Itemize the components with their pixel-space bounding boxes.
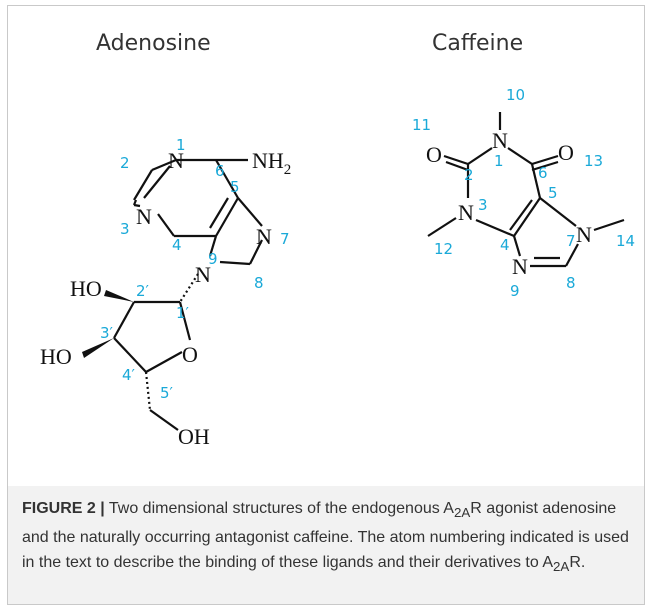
caffeine-num-10: 10 [506, 86, 525, 104]
adenosine-num-8: 8 [254, 274, 264, 292]
caffeine-num-13: 13 [584, 152, 603, 170]
adenosine-num-5p: 5′ [160, 384, 174, 402]
caffeine-num-3: 3 [478, 196, 488, 214]
adenosine-num-3: 3 [120, 220, 130, 238]
caffeine-num-1: 1 [494, 152, 504, 170]
caffeine-num-14: 14 [616, 232, 635, 250]
atom-nh2: NH2 [252, 148, 291, 178]
caption-text-3: R. [569, 554, 586, 572]
caffeine-structure: Caffeine N N N N O O 1 2 3 4 5 6 7 [412, 31, 635, 300]
caffeine-num-2: 2 [464, 166, 474, 184]
adenosine-num-7: 7 [280, 230, 290, 248]
adenosine-num-2: 2 [120, 154, 130, 172]
caffeine-num-8: 8 [566, 274, 576, 292]
caffeine-atom-n7: N [576, 222, 592, 247]
adenosine-num-4p: 4′ [122, 366, 136, 384]
figure-panel: Adenosine N NH2 N N [40, 31, 635, 449]
caffeine-title: Caffeine [432, 31, 523, 56]
atom-n9: N [195, 262, 211, 287]
atom-ho3: HO [40, 344, 72, 369]
atom-oh5: OH [178, 424, 210, 449]
adenosine-title: Adenosine [96, 31, 211, 56]
adenosine-num-4: 4 [172, 236, 182, 254]
figure-label: FIGURE 2 | [22, 500, 105, 517]
caffeine-num-4: 4 [500, 236, 510, 254]
caffeine-num-7: 7 [566, 232, 576, 250]
atom-o-ring: O [182, 342, 198, 367]
adenosine-num-2p: 2′ [136, 282, 150, 300]
figure-frame [7, 5, 645, 605]
caffeine-atom-n3: N [458, 200, 474, 225]
adenosine-structure: Adenosine N NH2 N N [40, 31, 291, 449]
caffeine-atom-o11: O [426, 142, 442, 167]
caffeine-num-11: 11 [412, 116, 431, 134]
adenosine-num-9: 9 [208, 250, 218, 268]
atom-n3: N [136, 204, 152, 229]
adenosine-num-5: 5 [230, 178, 240, 196]
caption-text-2: R agonist adenosine and the naturally oc… [22, 500, 629, 572]
atom-n1: N [168, 148, 184, 173]
caffeine-num-9: 9 [510, 282, 520, 300]
caffeine-atom-n9: N [512, 254, 528, 279]
caption-sub-2: 2A [553, 559, 570, 575]
adenosine-num-1p: 1′ [176, 304, 190, 322]
caffeine-num-12: 12 [434, 240, 453, 258]
caffeine-num-6: 6 [538, 164, 548, 182]
caption-text-1: Two dimensional structures of the endoge… [104, 500, 454, 517]
caption-background [8, 486, 644, 604]
atom-n7: N [256, 224, 272, 249]
adenosine-num-3p: 3′ [100, 324, 114, 342]
caffeine-atom-o13: O [558, 140, 574, 165]
adenosine-num-6-vis: 6 [215, 162, 225, 180]
adenosine-num-1: 1 [176, 136, 186, 154]
atom-ho2: HO [70, 276, 102, 301]
figure-caption: FIGURE 2 | Two dimensional structures of… [22, 496, 632, 579]
caption-sub-1: 2A [453, 505, 471, 521]
caffeine-atom-n1: N [492, 128, 508, 153]
caffeine-num-5: 5 [548, 184, 558, 202]
